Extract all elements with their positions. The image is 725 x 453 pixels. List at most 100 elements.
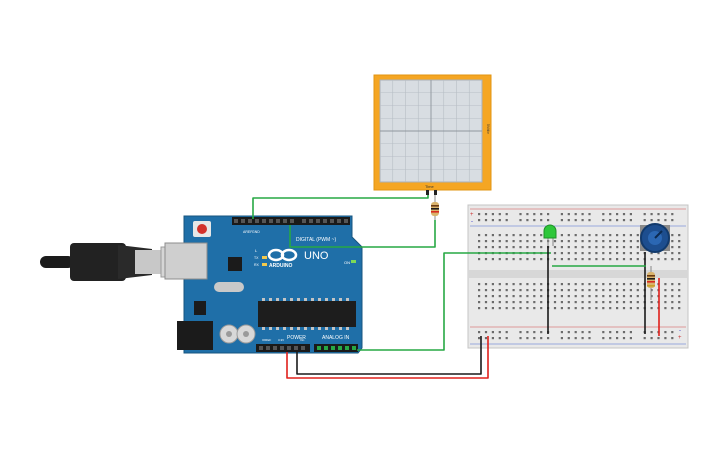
resistor-scope[interactable] (431, 195, 439, 220)
breadboard-hole[interactable] (505, 301, 508, 304)
breadboard-hole[interactable] (567, 219, 570, 222)
breadboard-hole[interactable] (553, 240, 557, 243)
breadboard-hole[interactable] (512, 301, 515, 304)
breadboard-hole[interactable] (602, 295, 605, 298)
breadboard-hole[interactable] (526, 289, 529, 292)
breadboard-hole[interactable] (567, 307, 570, 310)
breadboard-hole[interactable] (588, 289, 591, 292)
breadboard-hole[interactable] (505, 246, 508, 249)
breadboard-hole[interactable] (622, 331, 626, 334)
breadboard-hole[interactable] (512, 289, 515, 292)
breadboard-hole[interactable] (650, 258, 653, 261)
breadboard-hole[interactable] (609, 283, 612, 286)
breadboard-hole[interactable] (547, 219, 550, 222)
breadboard-hole[interactable] (616, 337, 619, 340)
breadboard-hole[interactable] (574, 213, 577, 216)
breadboard-hole[interactable] (491, 301, 494, 304)
breadboard-hole[interactable] (478, 283, 481, 286)
breadboard-hole[interactable] (629, 219, 632, 222)
breadboard-hole[interactable] (553, 258, 557, 261)
breadboard-hole[interactable] (574, 289, 577, 292)
breadboard-hole[interactable] (671, 301, 674, 304)
breadboard-hole[interactable] (678, 301, 681, 304)
breadboard-hole[interactable] (526, 240, 529, 243)
breadboard-hole[interactable] (484, 289, 488, 292)
breadboard-hole[interactable] (567, 252, 570, 255)
breadboard-hole[interactable] (526, 301, 529, 304)
breadboard-hole[interactable] (505, 289, 508, 292)
breadboard-hole[interactable] (478, 307, 481, 310)
breadboard-hole[interactable] (602, 240, 605, 243)
breadboard-hole[interactable] (629, 240, 632, 243)
breadboard-hole[interactable] (671, 307, 674, 310)
breadboard-hole[interactable] (526, 331, 529, 334)
breadboard-hole[interactable] (553, 283, 557, 286)
breadboard-hole[interactable] (664, 252, 667, 255)
breadboard-hole[interactable] (478, 246, 481, 249)
breadboard-hole[interactable] (664, 289, 667, 292)
breadboard-hole[interactable] (588, 301, 591, 304)
breadboard-hole[interactable] (498, 331, 501, 334)
breadboard-hole[interactable] (616, 252, 619, 255)
breadboard-hole[interactable] (512, 240, 515, 243)
breadboard-hole[interactable] (484, 307, 488, 310)
breadboard-hole[interactable] (664, 307, 667, 310)
arduino-uno-board[interactable]: ARDUINO UNO DIGITAL (PWM ~) POWER ANALOG… (164, 215, 363, 354)
breadboard-hole[interactable] (629, 331, 632, 334)
breadboard-hole[interactable] (629, 289, 632, 292)
breadboard-hole[interactable] (636, 301, 639, 304)
breadboard-hole[interactable] (491, 307, 494, 310)
breadboard-hole[interactable] (574, 246, 577, 249)
breadboard-hole[interactable] (574, 219, 577, 222)
breadboard-hole[interactable] (629, 234, 632, 237)
breadboard-hole[interactable] (560, 240, 563, 243)
breadboard-hole[interactable] (671, 213, 674, 216)
breadboard-hole[interactable] (602, 337, 605, 340)
breadboard-hole[interactable] (519, 301, 522, 304)
breadboard-hole[interactable] (547, 337, 550, 340)
wire-gnd-black[interactable] (296, 336, 482, 375)
breadboard-hole[interactable] (629, 213, 632, 216)
breadboard-hole[interactable] (478, 234, 481, 237)
breadboard-hole[interactable] (505, 234, 508, 237)
breadboard-hole[interactable] (498, 337, 501, 340)
breadboard-hole[interactable] (671, 246, 674, 249)
breadboard-hole[interactable] (602, 331, 605, 334)
breadboard-hole[interactable] (622, 219, 626, 222)
breadboard-hole[interactable] (622, 289, 626, 292)
breadboard-hole[interactable] (664, 219, 667, 222)
breadboard-hole[interactable] (678, 246, 681, 249)
breadboard-hole[interactable] (616, 246, 619, 249)
breadboard-hole[interactable] (484, 234, 488, 237)
breadboard-hole[interactable] (574, 283, 577, 286)
breadboard-hole[interactable] (540, 219, 543, 222)
breadboard-hole[interactable] (629, 301, 632, 304)
breadboard-hole[interactable] (657, 219, 660, 222)
breadboard-hole[interactable] (678, 307, 681, 310)
breadboard-hole[interactable] (671, 234, 674, 237)
breadboard-hole[interactable] (671, 289, 674, 292)
breadboard-hole[interactable] (484, 283, 488, 286)
breadboard-hole[interactable] (588, 331, 591, 334)
breadboard-hole[interactable] (533, 301, 536, 304)
breadboard-hole[interactable] (602, 289, 605, 292)
breadboard-hole[interactable] (616, 331, 619, 334)
breadboard-hole[interactable] (484, 301, 488, 304)
breadboard-hole[interactable] (588, 307, 591, 310)
power-jack[interactable] (177, 321, 213, 350)
breadboard-hole[interactable] (602, 307, 605, 310)
breadboard-hole[interactable] (581, 240, 584, 243)
breadboard-hole[interactable] (609, 240, 612, 243)
breadboard-hole[interactable] (526, 258, 529, 261)
wire-scope-to-d6[interactable] (252, 195, 429, 219)
analog-header[interactable] (314, 344, 358, 352)
breadboard-hole[interactable] (519, 307, 522, 310)
breadboard-hole[interactable] (533, 246, 536, 249)
breadboard-hole[interactable] (533, 331, 536, 334)
breadboard-hole[interactable] (678, 240, 681, 243)
breadboard-hole[interactable] (484, 337, 488, 340)
breadboard-hole[interactable] (533, 289, 536, 292)
breadboard-hole[interactable] (622, 240, 626, 243)
breadboard-hole[interactable] (595, 307, 598, 310)
breadboard-hole[interactable] (636, 258, 639, 261)
